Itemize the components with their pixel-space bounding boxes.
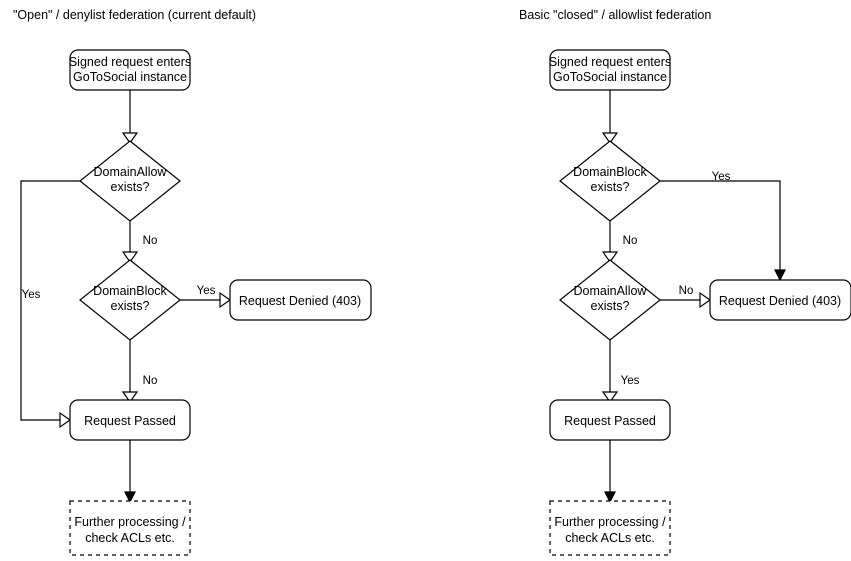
edge-domainblock-yes-to-denied-allowlist: Yes bbox=[660, 171, 786, 282]
edge-label-domainallow-yes-allowlist: Yes bbox=[621, 375, 640, 387]
edge-domainallow-no-to-denied-allowlist: No bbox=[660, 285, 712, 309]
edge-passed-to-further-denylist bbox=[124, 440, 136, 504]
edge-start-to-domainblock-allowlist bbox=[601, 90, 619, 145]
node-further-processing-denylist-label-line2: check ACLs etc. bbox=[85, 531, 175, 545]
edge-label-domainallow-yes: Yes bbox=[22, 289, 41, 301]
edge-label-domainblock-no-allowlist: No bbox=[623, 235, 638, 247]
panel-denylist-title: "Open" / denylist federation (current de… bbox=[13, 8, 256, 22]
node-start-denylist-label-line2: GoToSocial instance bbox=[73, 70, 187, 84]
node-request-denied-allowlist-shape[interactable] bbox=[709, 279, 851, 321]
node-decision-domainblock-denylist-label-line1: DomainBlock bbox=[93, 284, 167, 298]
node-request-denied-denylist[interactable]: Request Denied (403) bbox=[229, 279, 372, 321]
node-decision-domainblock-allowlist-label-line2: exists? bbox=[591, 180, 630, 194]
panel-allowlist: Basic "closed" / allowlist federation Si… bbox=[519, 8, 851, 556]
node-start-allowlist-label-line1: Signed request enters bbox=[549, 55, 671, 69]
node-further-processing-denylist-shape[interactable] bbox=[69, 500, 191, 556]
node-decision-domainallow-denylist-label-line2: exists? bbox=[111, 180, 150, 194]
panel-denylist: "Open" / denylist federation (current de… bbox=[13, 8, 372, 556]
node-decision-domainblock-allowlist[interactable]: DomainBlock exists? bbox=[559, 140, 661, 222]
node-request-denied-denylist-label: Request Denied (403) bbox=[239, 294, 361, 308]
node-request-denied-allowlist[interactable]: Request Denied (403) bbox=[709, 279, 851, 321]
edge-passed-to-further-allowlist bbox=[604, 440, 616, 504]
edge-label-domainblock-yes: Yes bbox=[197, 285, 216, 297]
node-request-passed-denylist-label: Request Passed bbox=[84, 414, 176, 428]
node-decision-domainblock-denylist-label-line2: exists? bbox=[111, 299, 150, 313]
edge-label-domainblock-no: No bbox=[143, 375, 158, 387]
node-decision-domainallow-denylist[interactable]: DomainAllow exists? bbox=[79, 140, 181, 222]
node-decision-domainallow-allowlist[interactable]: DomainAllow exists? bbox=[559, 259, 661, 341]
node-decision-domainblock-allowlist-label-line1: DomainBlock bbox=[573, 165, 647, 179]
edge-label-domainblock-yes-allowlist: Yes bbox=[712, 171, 731, 183]
edge-label-domainallow-no: No bbox=[143, 235, 158, 247]
node-further-processing-allowlist[interactable]: Further processing / check ACLs etc. bbox=[549, 500, 671, 556]
node-decision-domainallow-allowlist-label-line1: DomainAllow bbox=[574, 284, 648, 298]
node-start-allowlist-label-line2: GoToSocial instance bbox=[553, 70, 667, 84]
node-request-passed-denylist[interactable]: Request Passed bbox=[69, 399, 191, 441]
node-decision-domainallow-denylist-label-line1: DomainAllow bbox=[94, 165, 168, 179]
node-start-denylist-label-line1: Signed request enters bbox=[69, 55, 191, 69]
node-start-allowlist[interactable]: Signed request enters GoToSocial instanc… bbox=[549, 49, 671, 91]
node-start-denylist[interactable]: Signed request enters GoToSocial instanc… bbox=[69, 49, 191, 91]
node-further-processing-denylist-label-line1: Further processing / bbox=[74, 515, 186, 529]
node-further-processing-allowlist-shape[interactable] bbox=[549, 500, 671, 556]
node-further-processing-denylist[interactable]: Further processing / check ACLs etc. bbox=[69, 500, 191, 556]
edge-start-to-domainallow bbox=[121, 90, 139, 145]
node-request-denied-allowlist-label: Request Denied (403) bbox=[719, 294, 841, 308]
edge-domainallow-yes-to-passed-allowlist: Yes bbox=[601, 340, 640, 404]
node-further-processing-allowlist-label-line1: Further processing / bbox=[554, 515, 666, 529]
edge-domainallow-no-to-domainblock: No bbox=[121, 221, 158, 264]
node-request-denied-denylist-shape[interactable] bbox=[229, 279, 372, 321]
node-request-passed-allowlist-label: Request Passed bbox=[564, 414, 656, 428]
edge-label-domainallow-no-allowlist: No bbox=[679, 285, 694, 297]
node-decision-domainallow-allowlist-label-line2: exists? bbox=[591, 299, 630, 313]
node-further-processing-allowlist-label-line2: check ACLs etc. bbox=[565, 531, 655, 545]
edge-domainblock-no-to-domainallow-allowlist: No bbox=[601, 221, 638, 264]
panel-allowlist-title: Basic "closed" / allowlist federation bbox=[519, 8, 711, 22]
edge-domainallow-yes-to-passed: Yes bbox=[20, 180, 80, 429]
node-request-passed-allowlist[interactable]: Request Passed bbox=[549, 399, 671, 441]
edge-domainblock-no-to-passed: No bbox=[121, 340, 158, 404]
edge-domainblock-yes-to-denied: Yes bbox=[180, 285, 232, 309]
node-decision-domainblock-denylist[interactable]: DomainBlock exists? bbox=[79, 259, 181, 341]
